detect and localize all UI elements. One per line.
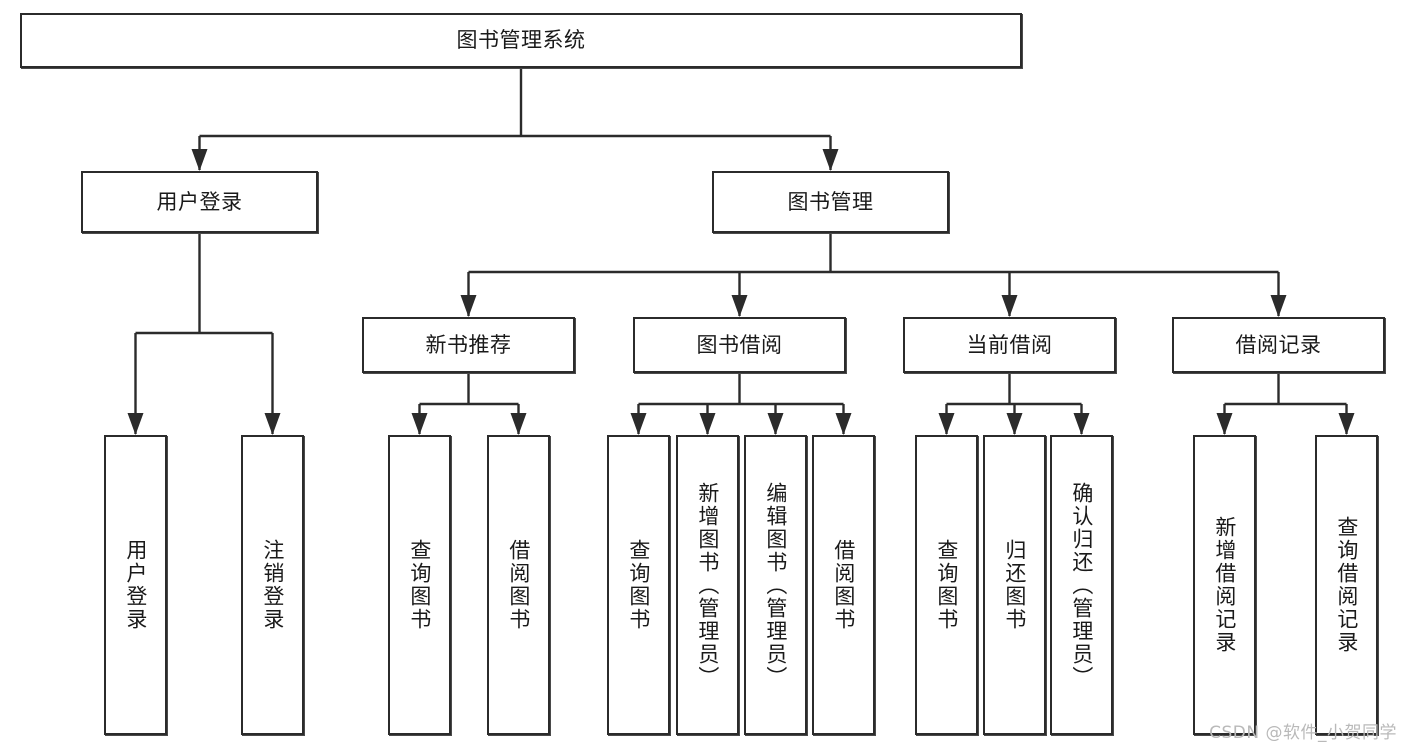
node-user-login-action[interactable]: 用户登录 <box>104 435 167 735</box>
node-label-current-return-book: 归还图书 <box>1002 539 1027 631</box>
node-current-query-book[interactable]: 查询图书 <box>915 435 978 735</box>
node-label-recommend-query-book: 查询图书 <box>407 539 432 631</box>
node-borrow-record[interactable]: 借阅记录 <box>1172 317 1385 373</box>
node-label-borrow-edit-book: 编辑图书（管理员） <box>763 481 788 689</box>
node-label-borrow-query-book: 查询图书 <box>626 539 651 631</box>
node-borrow-borrow-book[interactable]: 借阅图书 <box>812 435 875 735</box>
node-label-root: 图书管理系统 <box>456 28 586 53</box>
node-label-borrow-borrow-book: 借阅图书 <box>831 539 856 631</box>
node-user-login[interactable]: 用户登录 <box>81 171 318 233</box>
node-label-book-management: 图书管理 <box>787 189 874 214</box>
node-record-add[interactable]: 新增借阅记录 <box>1193 435 1256 735</box>
node-borrow-edit-book[interactable]: 编辑图书（管理员） <box>744 435 807 735</box>
node-label-borrow-add-book: 新增图书（管理员） <box>695 481 720 689</box>
node-label-record-add: 新增借阅记录 <box>1212 516 1237 654</box>
node-label-borrow-record: 借阅记录 <box>1235 332 1322 357</box>
node-user-logout-action[interactable]: 注销登录 <box>241 435 304 735</box>
node-recommend-query-book[interactable]: 查询图书 <box>388 435 451 735</box>
node-current-return-book[interactable]: 归还图书 <box>983 435 1046 735</box>
node-recommend-borrow-book[interactable]: 借阅图书 <box>487 435 550 735</box>
node-book-borrow[interactable]: 图书借阅 <box>633 317 846 373</box>
node-book-management[interactable]: 图书管理 <box>712 171 949 233</box>
node-label-user-login-action: 用户登录 <box>123 539 148 631</box>
node-borrow-add-book[interactable]: 新增图书（管理员） <box>676 435 739 735</box>
node-label-new-book-recommend: 新书推荐 <box>425 332 512 357</box>
node-record-query[interactable]: 查询借阅记录 <box>1315 435 1378 735</box>
node-label-current-query-book: 查询图书 <box>934 539 959 631</box>
node-borrow-query-book[interactable]: 查询图书 <box>607 435 670 735</box>
watermark-text: CSDN @软件_小贺同学 <box>1209 723 1397 743</box>
node-root[interactable]: 图书管理系统 <box>20 13 1022 68</box>
node-label-user-login: 用户登录 <box>156 189 243 214</box>
node-current-confirm-return[interactable]: 确认归还（管理员） <box>1050 435 1113 735</box>
node-new-book-recommend[interactable]: 新书推荐 <box>362 317 575 373</box>
node-current-borrow[interactable]: 当前借阅 <box>903 317 1116 373</box>
node-label-recommend-borrow-book: 借阅图书 <box>506 539 531 631</box>
node-label-current-borrow: 当前借阅 <box>966 332 1053 357</box>
node-label-record-query: 查询借阅记录 <box>1334 516 1359 654</box>
node-label-current-confirm-return: 确认归还（管理员） <box>1069 481 1094 689</box>
node-label-user-logout-action: 注销登录 <box>260 539 285 631</box>
node-label-book-borrow: 图书借阅 <box>696 332 783 357</box>
